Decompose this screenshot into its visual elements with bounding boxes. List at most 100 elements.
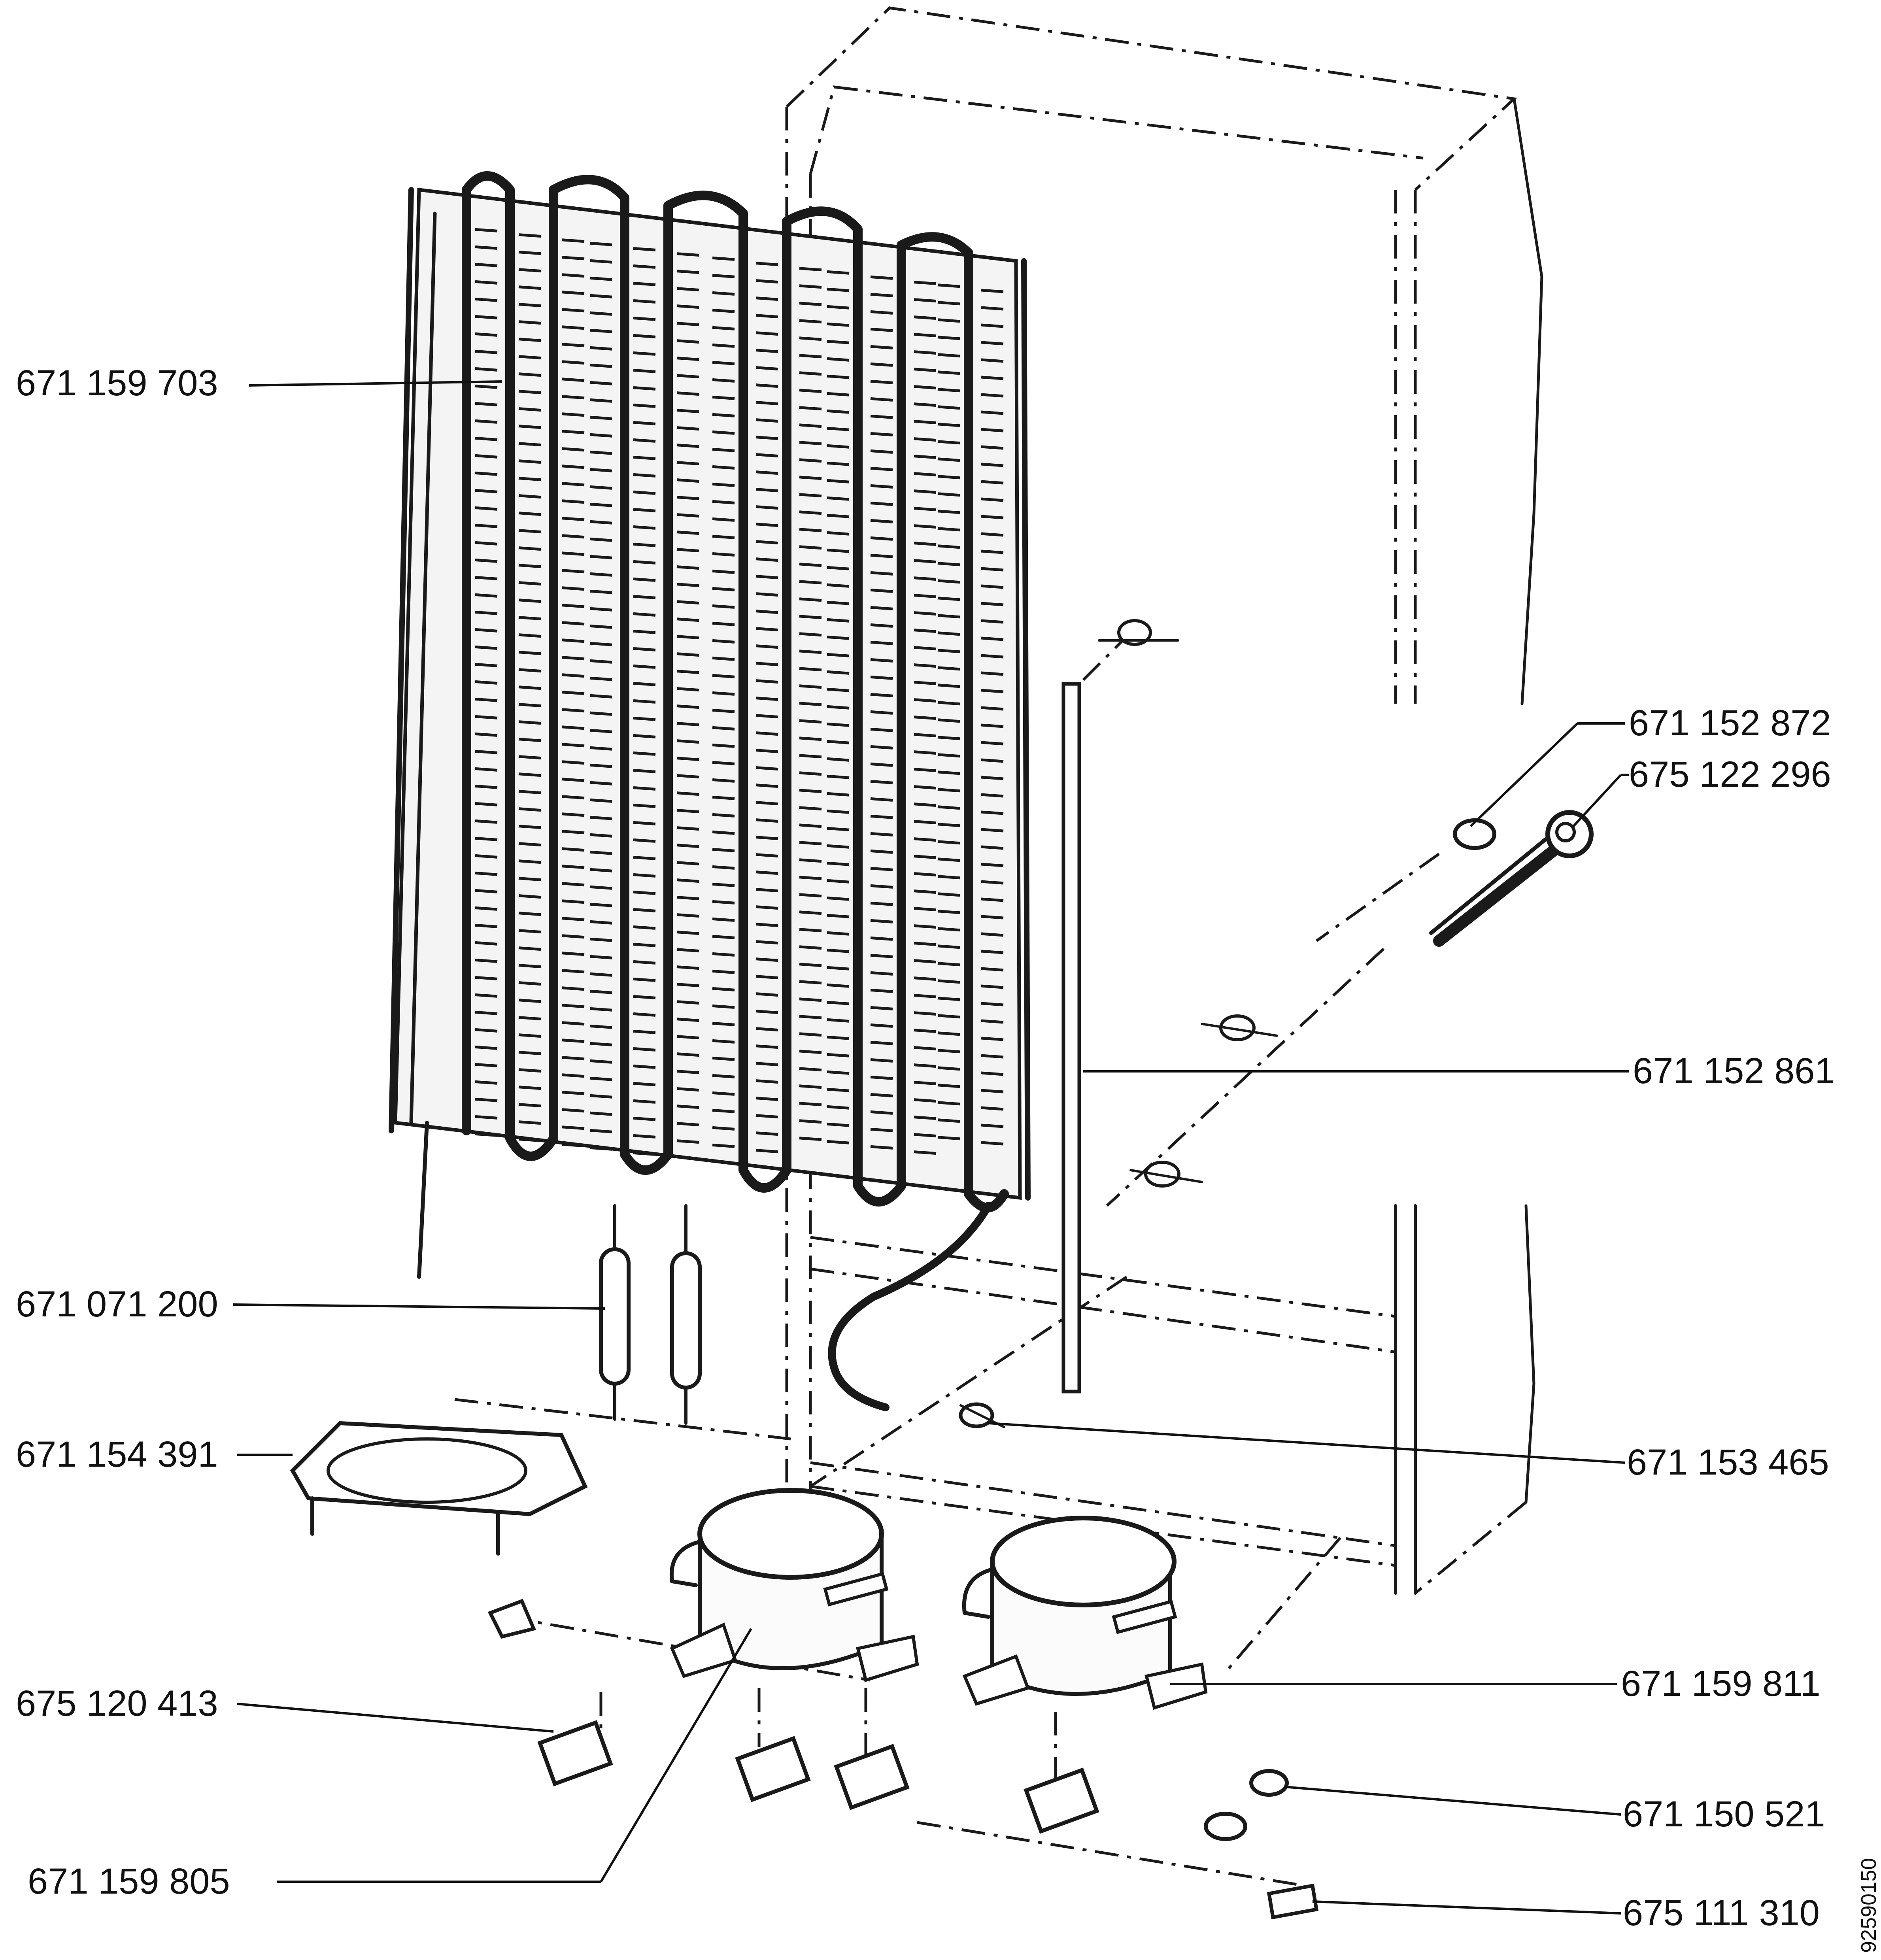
condenser-fin [981,323,1004,328]
condenser-fin [870,536,893,541]
condenser-fin [981,341,1004,346]
condenser-fin [712,691,735,696]
condenser-fin [589,450,612,455]
condenser-fin [937,997,960,1001]
condenser-fin [518,825,541,829]
condenser-fin [981,602,1004,606]
condenser-fin [518,529,541,534]
condenser-fin [676,1087,699,1092]
condenser-fin [937,736,960,740]
condenser-fin [633,508,656,512]
condenser-fin [589,1024,612,1029]
condenser-fin [633,1012,656,1017]
condenser-fin [914,803,937,807]
condenser-fin [914,785,937,790]
condenser-fin [870,797,893,802]
condenser-fin [633,873,656,878]
condenser-fin [633,612,656,617]
condenser-fin [562,638,585,643]
condenser-fin [755,296,778,301]
condenser-fin [799,389,822,393]
condenser-fin [562,969,585,974]
condenser-fin [827,792,850,797]
condenser-fin [633,490,656,495]
condenser-fin [712,482,735,487]
condenser-fin [870,710,893,715]
condenser-fin [870,466,893,471]
condenser-fin [914,489,937,494]
condenser-fin [518,581,541,586]
condenser-fin [755,1097,778,1101]
condenser-fin [827,444,850,449]
condenser-fin [937,388,960,393]
condenser-fin [981,549,1004,554]
condenser-fin [870,588,893,593]
condenser-fin [676,913,699,918]
condenser-fin [755,505,778,510]
condenser-fin [937,770,960,775]
condenser-fin [827,722,850,727]
condenser-fin [518,285,541,290]
condenser-fin [870,1023,893,1028]
label-dryer-filter: 671 071 200 [16,1284,218,1324]
condenser-fin [475,1010,498,1015]
condenser-fin [589,398,612,403]
condenser-fin [589,729,612,733]
condenser-fin [518,738,541,742]
condenser-fin [827,270,850,275]
condenser-fin [914,298,937,303]
condenser-fin [562,604,585,608]
condenser-fin [518,842,541,847]
label-evaporator-tray: 671 154 391 [16,1434,218,1475]
condenser-fin [755,1062,778,1067]
condenser-fin [562,412,585,417]
condenser-fin [870,780,893,784]
condenser-fin [633,577,656,582]
condenser-fin [981,619,1004,624]
condenser-fin [633,1151,656,1156]
condenser-fin [914,385,937,390]
condenser-fin [676,548,699,553]
condenser-fin [633,351,656,356]
condenser-fin [937,910,960,914]
condenser-fin [981,1054,1004,1059]
condenser-fin [589,972,612,977]
condenser-fin [981,358,1004,363]
dryer-filter-graphic [599,1204,702,1425]
condenser-fin [562,760,585,765]
condenser-fin [475,784,498,789]
condenser-fin [799,1032,822,1037]
condenser-fin [633,786,656,791]
condenser-fin [914,542,937,546]
condenser-fin [937,823,960,827]
condenser-fin [589,363,612,368]
condenser-fin [676,826,699,831]
condenser-fin [589,833,612,838]
condenser-fin [755,453,778,458]
condenser-fin [589,659,612,664]
condenser-fin [589,502,612,507]
condenser-fin [518,1138,541,1142]
condenser-fin [914,976,937,981]
condenser-fin [914,820,937,825]
condenser-fin [870,727,893,732]
condenser-fin [755,714,778,719]
condenser-fin [518,755,541,760]
condenser-fin [981,967,1004,972]
condenser-fin [799,928,822,933]
condenser-fin [475,297,498,302]
condenser-fin [914,350,937,355]
condenser-fin [981,863,1004,867]
clamp-graphic [487,1599,1319,1920]
condenser-fin [799,545,822,550]
condenser-fin [914,716,937,720]
condenser-fin [475,262,498,267]
condenser-fin [755,766,778,771]
condenser-fin [755,488,778,493]
condenser-fin [589,468,612,472]
condenser-fin [981,445,1004,450]
condenser-fin [755,818,778,823]
condenser-fin [827,757,850,762]
condenser-fin [712,465,735,470]
condenser-fin [981,828,1004,833]
